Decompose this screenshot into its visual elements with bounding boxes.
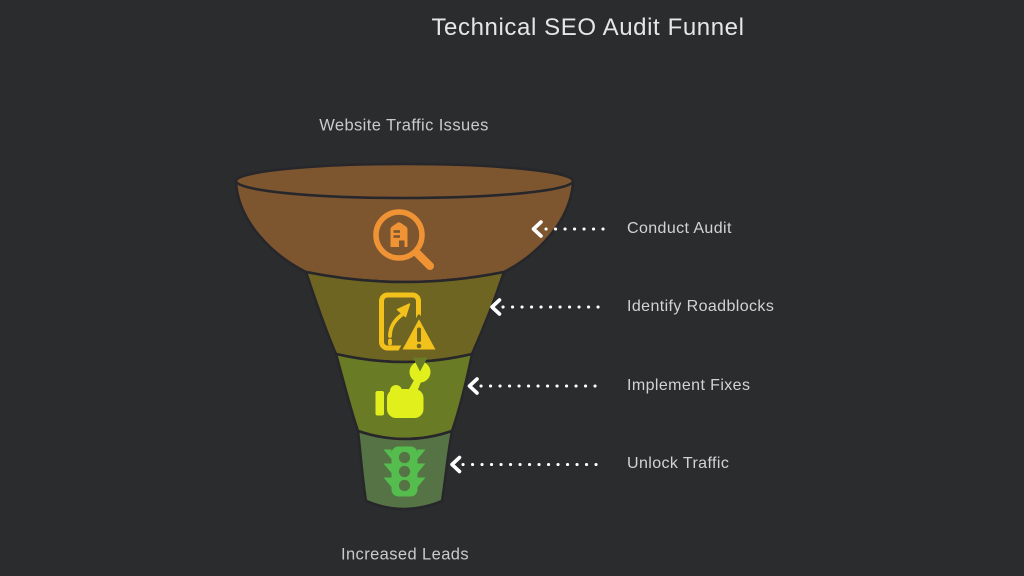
stage-label-conduct-audit: Conduct Audit	[627, 220, 732, 237]
dotted-arrow-identify-roadblocks	[490, 298, 606, 316]
dotted-arrow-implement-fixes	[467, 377, 603, 395]
stage-label-implement-fixes: Implement Fixes	[627, 377, 751, 394]
hand-wrench-icon	[375, 357, 431, 418]
funnel-output-label: Increased Leads	[340, 545, 470, 564]
dotted-arrow-unlock-traffic	[450, 455, 607, 474]
funnel-mouth-ellipse	[234, 162, 575, 200]
dotted-arrow-conduct-audit	[531, 220, 609, 238]
traffic-light-icon	[383, 446, 426, 497]
page-title: Technical SEO Audit Funnel	[431, 14, 745, 41]
funnel-input-label: Website Traffic Issues	[319, 116, 489, 135]
stage-label-unlock-traffic: Unlock Traffic	[627, 455, 730, 472]
magnifier-building-icon	[373, 209, 434, 270]
map-route-warning-icon	[379, 292, 440, 353]
stage-label-identify-roadblocks: Identify Roadblocks	[627, 298, 775, 315]
